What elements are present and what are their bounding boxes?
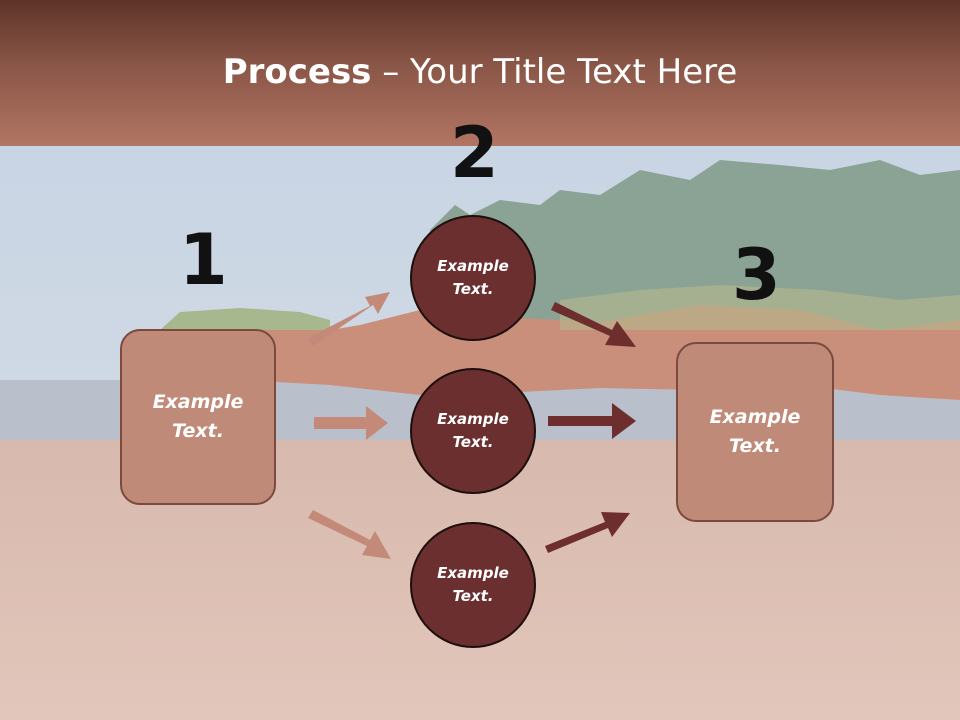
process-circle-middle: Example Text. bbox=[410, 368, 536, 494]
step-number-2: 2 bbox=[450, 112, 499, 194]
left-box-label: Example Text. bbox=[152, 391, 244, 442]
slide-title: Process – Your Title Text Here bbox=[0, 52, 960, 92]
process-circle-top: Example Text. bbox=[410, 215, 536, 341]
left-process-box: Example Text. bbox=[120, 329, 276, 505]
right-process-box: Example Text. bbox=[676, 342, 834, 522]
step-number-3: 3 bbox=[732, 234, 781, 316]
arrow-left-down bbox=[308, 510, 391, 559]
arrow-right-middle bbox=[548, 403, 636, 439]
step-number-1: 1 bbox=[179, 219, 228, 301]
arrow-left-up bbox=[308, 292, 390, 346]
title-rest-part: – Your Title Text Here bbox=[371, 52, 738, 92]
circle-bottom-label: Example Text. bbox=[437, 564, 509, 605]
circle-middle-label: Example Text. bbox=[437, 410, 509, 451]
header-band bbox=[0, 0, 960, 146]
right-box-label: Example Text. bbox=[709, 406, 801, 457]
arrow-right-up bbox=[545, 512, 630, 553]
title-bold-part: Process bbox=[222, 52, 372, 92]
arrow-right-down bbox=[551, 302, 636, 347]
circle-top-label: Example Text. bbox=[437, 257, 509, 298]
arrow-left-middle bbox=[314, 406, 388, 440]
process-circle-bottom: Example Text. bbox=[410, 522, 536, 648]
